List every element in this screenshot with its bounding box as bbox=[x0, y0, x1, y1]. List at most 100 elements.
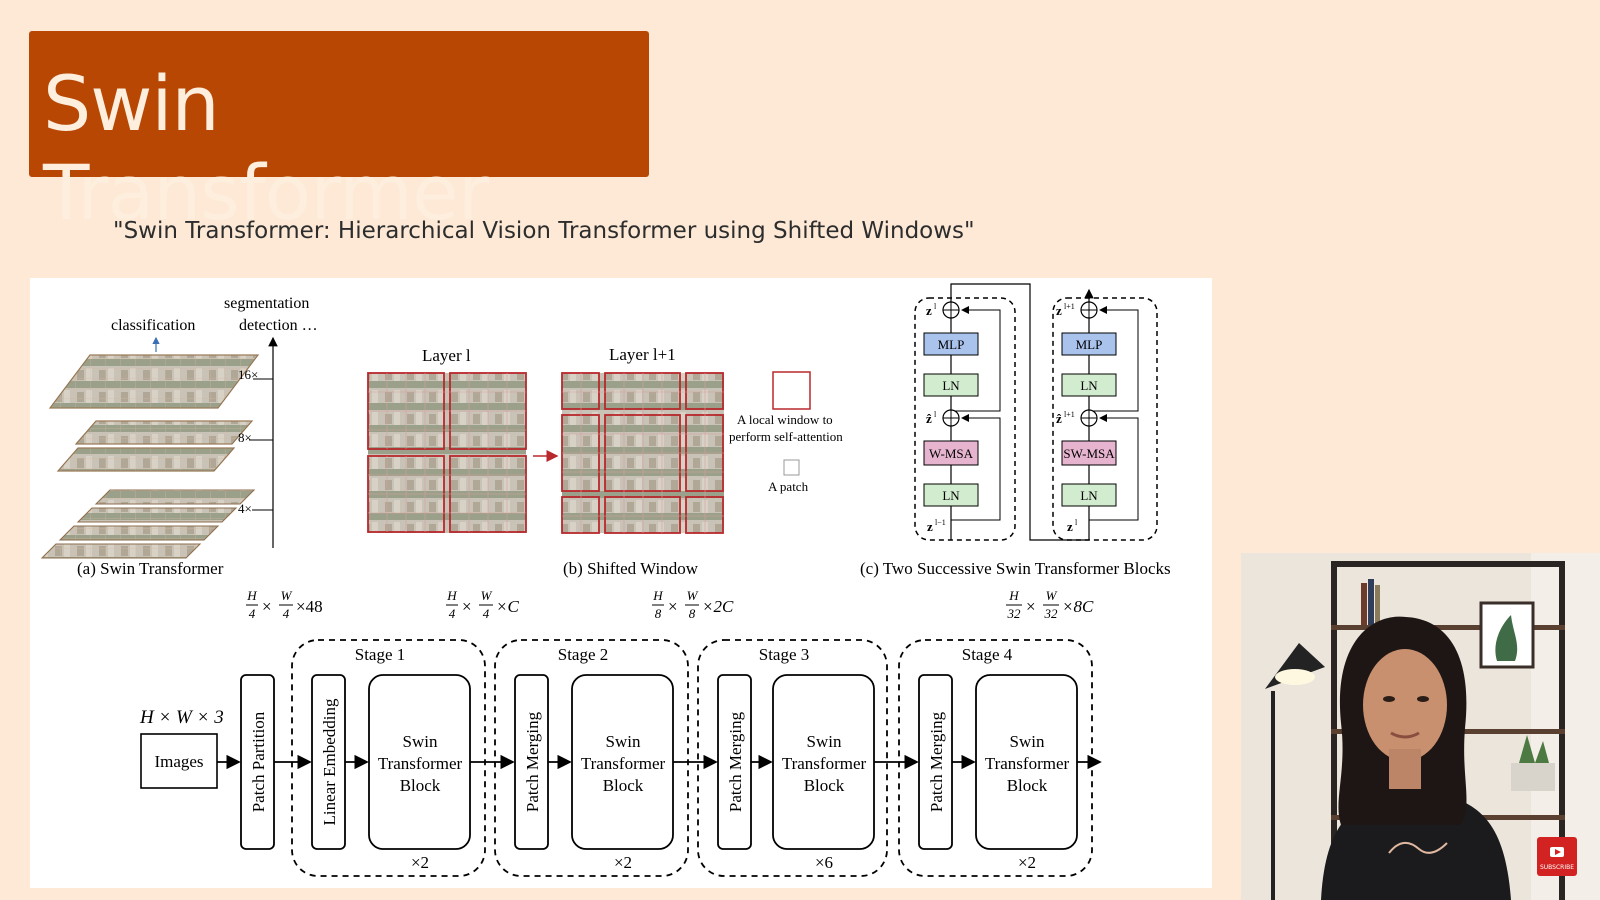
stage-3: Stage 3 Patch Merging Swin Transformer B… bbox=[697, 639, 888, 877]
stage-2: Stage 2 Patch Merging Swin Transformer B… bbox=[494, 639, 689, 877]
stage-1-block-line1: Swin bbox=[403, 732, 438, 751]
svg-text:W: W bbox=[687, 588, 699, 603]
presenter-illustration bbox=[1241, 553, 1600, 900]
right-z-in: z bbox=[1067, 519, 1073, 534]
layer-l1-windows bbox=[561, 372, 724, 534]
title-banner: Swin Transformer bbox=[29, 31, 649, 237]
dim-label-2: H 4 × W 4 ×C bbox=[446, 588, 519, 621]
stage-4-block-line2: Transformer bbox=[985, 754, 1070, 773]
right-mlp-label: MLP bbox=[1076, 337, 1103, 352]
right-sw-msa bbox=[1061, 440, 1117, 466]
svg-text:H: H bbox=[652, 588, 663, 603]
stage-3-block-line2: Transformer bbox=[782, 754, 867, 773]
legend-patch: A patch bbox=[768, 479, 809, 494]
stage-1-block-line2: Transformer bbox=[378, 754, 463, 773]
panel-a: classification segmentation detection … … bbox=[40, 295, 318, 578]
layer-l-windows bbox=[367, 372, 527, 533]
architecture-figure: classification segmentation detection … … bbox=[30, 278, 1212, 888]
stage-2-label: Stage 2 bbox=[558, 645, 609, 664]
caption-b: (b) Shifted Window bbox=[563, 559, 699, 578]
images-label: Images bbox=[154, 752, 203, 771]
svg-text:32: 32 bbox=[1007, 606, 1022, 621]
pipeline: H 4 × W 4 ×48 H 4 × W 4 ×C H 8 × W 8 bbox=[139, 588, 1102, 877]
architecture-svg: classification segmentation detection … … bbox=[40, 283, 1171, 877]
youtube-subscribe-label: SUBSCRIBE bbox=[1539, 864, 1575, 871]
right-ln-bottom bbox=[1061, 483, 1117, 507]
right-mlp bbox=[1061, 332, 1117, 356]
label-layer-l: Layer l bbox=[422, 346, 471, 365]
legend-window-2: perform self-attention bbox=[729, 429, 843, 444]
left-z-out-sup: l bbox=[934, 302, 937, 311]
svg-text:×2C: ×2C bbox=[702, 597, 734, 616]
block-connector bbox=[950, 283, 1089, 541]
svg-text:W: W bbox=[481, 588, 493, 603]
left-z-out: z bbox=[926, 303, 932, 318]
stage-3-block-line1: Swin bbox=[807, 732, 842, 751]
left-w-msa-label: W-MSA bbox=[929, 446, 974, 461]
stage-1-label: Stage 1 bbox=[355, 645, 406, 664]
svg-text:×: × bbox=[668, 597, 678, 616]
scale-4x: 4× bbox=[238, 501, 252, 516]
label-segmentation: segmentation bbox=[224, 295, 309, 312]
right-ln-bottom-label: LN bbox=[1080, 488, 1098, 503]
youtube-subscribe-button[interactable]: SUBSCRIBE bbox=[1537, 837, 1577, 876]
right-ln-top bbox=[1061, 373, 1117, 397]
stage-3-label: Stage 3 bbox=[759, 645, 810, 664]
stage-4-block-line1: Swin bbox=[1010, 732, 1045, 751]
svg-text:×8C: ×8C bbox=[1062, 597, 1094, 616]
left-ln-top-label: LN bbox=[942, 378, 960, 393]
stage-3-block-line3: Block bbox=[804, 776, 845, 795]
right-z-mid-sup: l+1 bbox=[1064, 410, 1075, 419]
svg-text:4: 4 bbox=[483, 606, 490, 621]
stage-1: Stage 1 Linear Embedding Swin Transforme… bbox=[291, 639, 486, 877]
stage-4: Stage 4 Patch Merging Swin Transformer B… bbox=[898, 639, 1093, 877]
right-sw-msa-label: SW-MSA bbox=[1063, 446, 1115, 461]
left-ln-top bbox=[923, 373, 979, 397]
label-classification: classification bbox=[111, 317, 195, 334]
legend-window-box bbox=[772, 371, 811, 410]
block-left-frame bbox=[914, 297, 1016, 541]
svg-text:W: W bbox=[281, 588, 293, 603]
block-right-frame bbox=[1052, 297, 1158, 541]
svg-text:32: 32 bbox=[1044, 606, 1059, 621]
right-z-out: z bbox=[1056, 303, 1062, 318]
right-ln-top-label: LN bbox=[1080, 378, 1098, 393]
label-detection: detection … bbox=[239, 317, 318, 334]
stage-4-label: Stage 4 bbox=[962, 645, 1013, 664]
input-dims: H × W × 3 bbox=[139, 707, 224, 728]
panel-c: MLP LN W-MSA LN z l ẑ l z l−1 MLP LN SW-… bbox=[860, 283, 1171, 578]
legend-window-1: A local window to bbox=[737, 412, 833, 427]
left-z-in-sup: l−1 bbox=[935, 518, 946, 527]
webcam-video bbox=[1241, 553, 1600, 900]
svg-text:×: × bbox=[462, 597, 472, 616]
left-mlp bbox=[923, 332, 979, 356]
svg-text:×48: ×48 bbox=[296, 597, 323, 616]
svg-text:W: W bbox=[1046, 588, 1058, 603]
svg-text:×: × bbox=[262, 597, 272, 616]
dim-label-1: H 4 × W 4 ×48 bbox=[246, 588, 323, 621]
stage-2-repeat: ×2 bbox=[614, 853, 632, 872]
stage-4-op-label: Patch Merging bbox=[927, 711, 946, 812]
stage-2-block-line3: Block bbox=[603, 776, 644, 795]
svg-text:H: H bbox=[246, 588, 257, 603]
svg-text:×C: ×C bbox=[496, 597, 519, 616]
left-ln-bottom bbox=[923, 483, 979, 507]
stage-4-repeat: ×2 bbox=[1018, 853, 1036, 872]
left-z-mid: ẑ bbox=[926, 411, 932, 426]
left-z-in: z bbox=[927, 519, 933, 534]
panel-b: Layer l Layer l+1 bbox=[367, 345, 843, 578]
images-box bbox=[140, 733, 218, 789]
right-z-in-sup: l bbox=[1075, 518, 1078, 527]
right-z-mid: ẑ bbox=[1056, 411, 1062, 426]
stage-1-block-line3: Block bbox=[400, 776, 441, 795]
svg-text:8: 8 bbox=[689, 606, 696, 621]
svg-text:H: H bbox=[446, 588, 457, 603]
svg-text:4: 4 bbox=[283, 606, 290, 621]
patch-partition-label: Patch Partition bbox=[249, 711, 268, 812]
dim-label-4: H 32 × W 32 ×8C bbox=[1006, 588, 1094, 621]
left-w-msa bbox=[923, 440, 979, 466]
svg-text:8: 8 bbox=[655, 606, 662, 621]
right-z-out-sup: l+1 bbox=[1064, 302, 1075, 311]
stage-2-op-label: Patch Merging bbox=[523, 711, 542, 812]
scale-16x: 16× bbox=[238, 367, 258, 382]
